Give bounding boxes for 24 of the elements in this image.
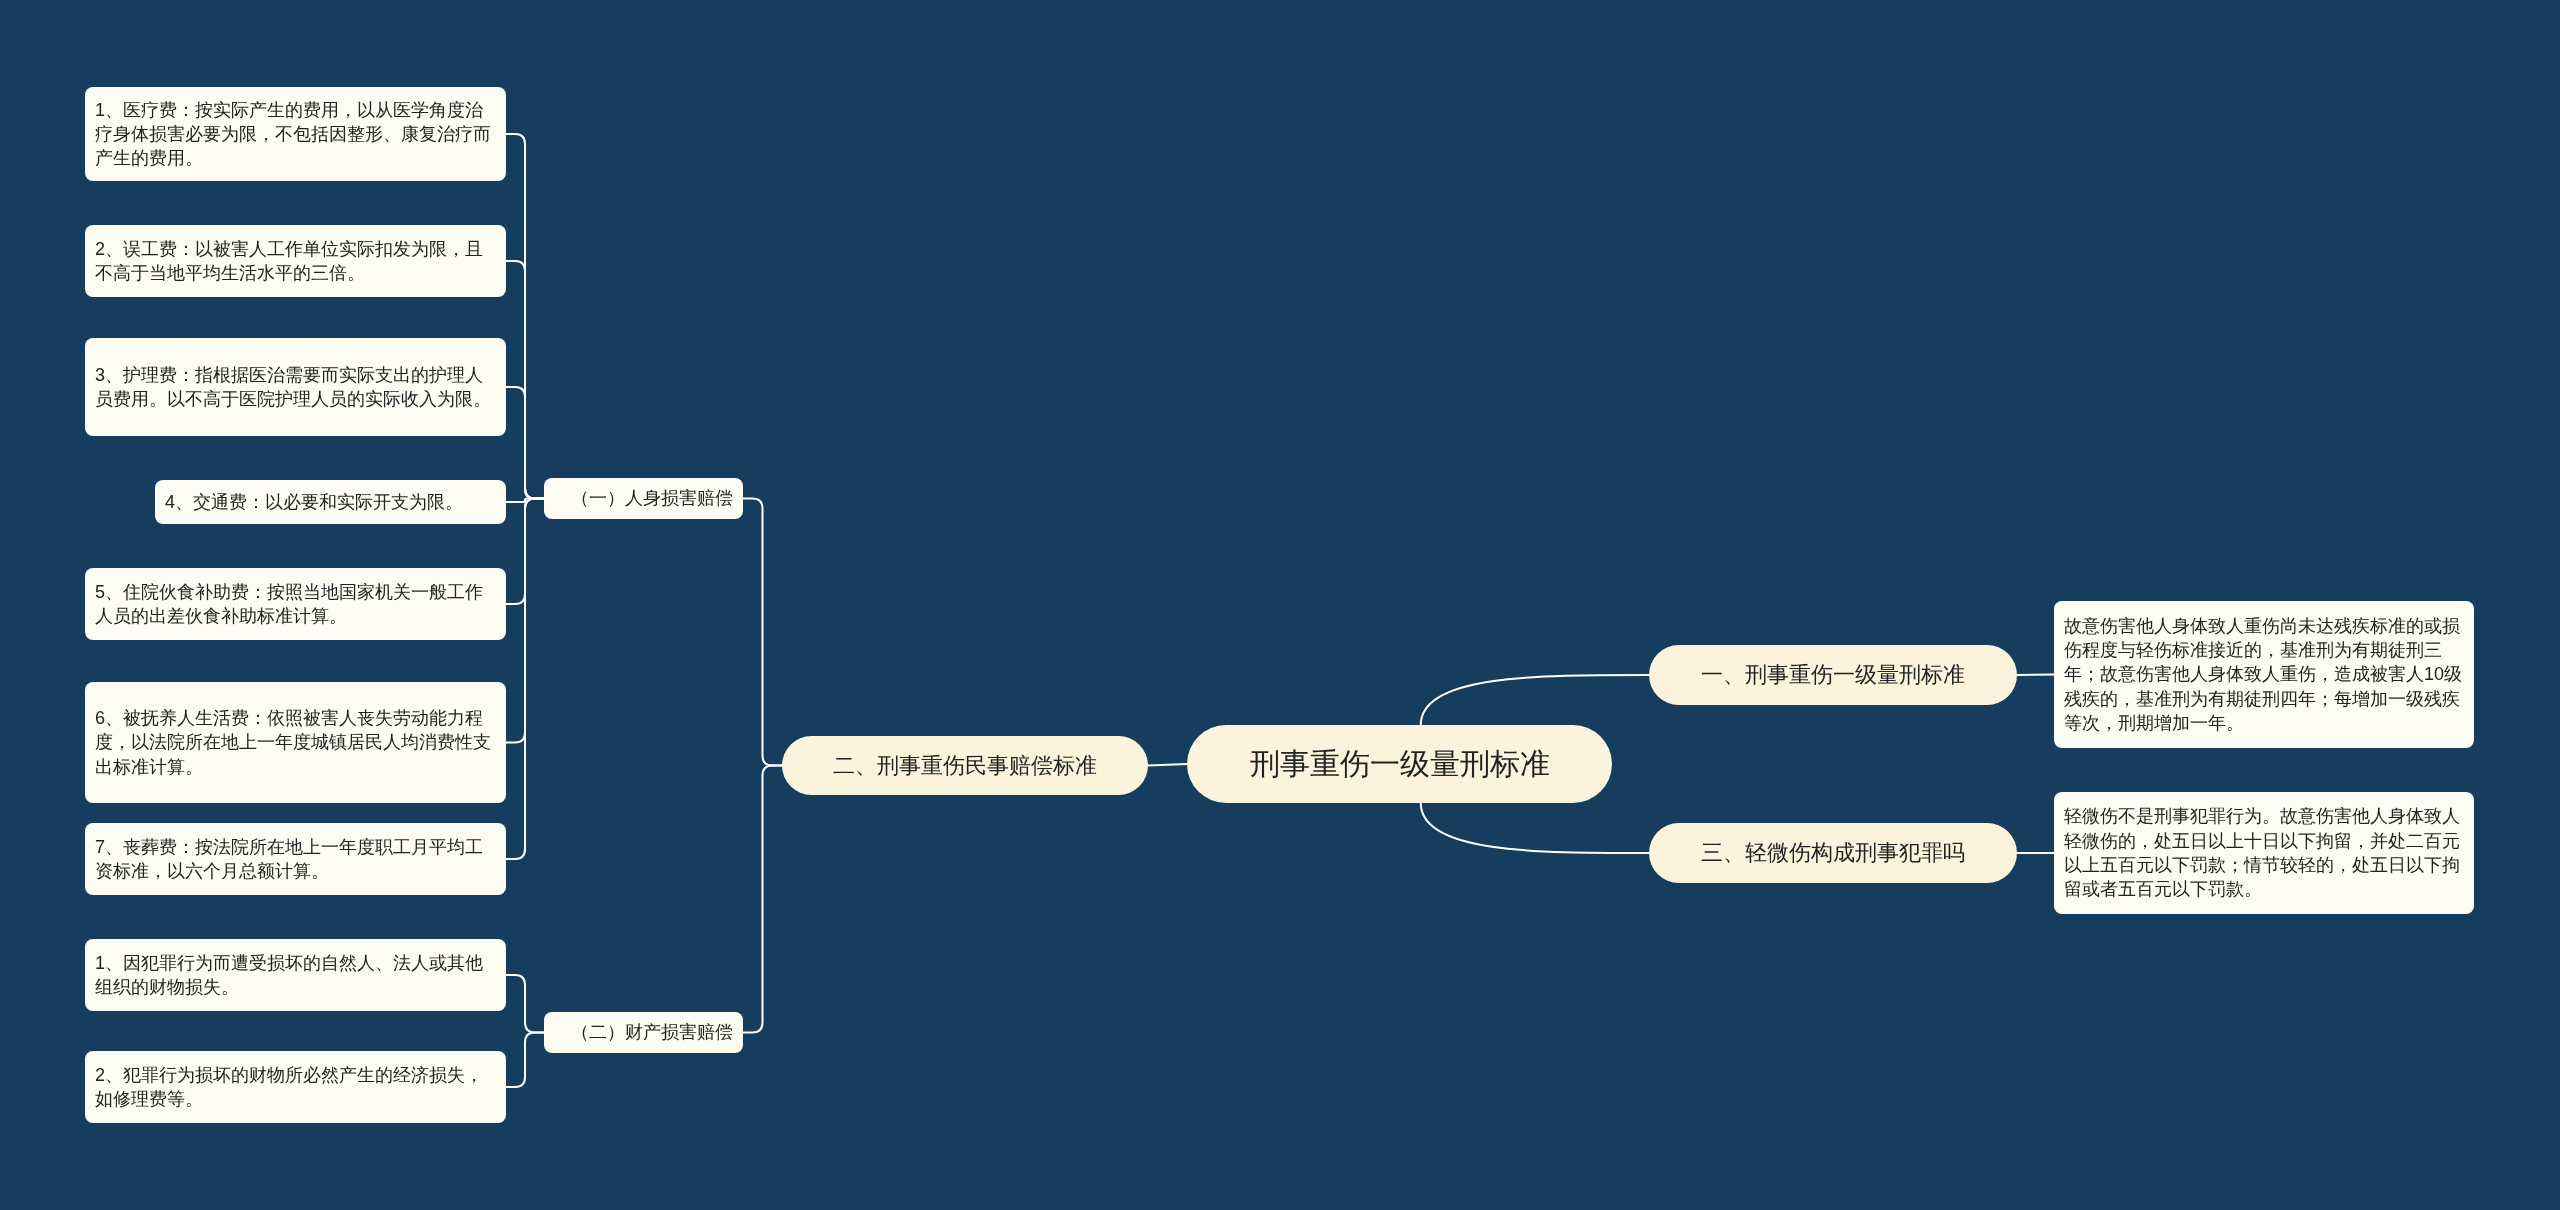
connector <box>2016 852 2055 854</box>
note-box: 2、误工费：以被害人工作单位实际扣发为限，且不高于当地平均生活水平的三倍。 <box>85 225 506 297</box>
branch-topic: 二、刑事重伤民事赔偿标准 <box>782 736 1148 795</box>
note-box: 2、犯罪行为损坏的财物所必然产生的经济损失，如修理费等。 <box>85 1051 506 1123</box>
note-box: 轻微伤不是刑事犯罪行为。故意伤害他人身体致人轻微伤的，处五日以上十日以下拘留，并处二百元以上五百元以下罚款；情节较轻的，处五日以下拘留或者五百元以下罚款。 <box>2054 792 2474 914</box>
note-box: 7、丧葬费：按法院所在地上一年度职工月平均工资标准，以六个月总额计算。 <box>85 823 506 895</box>
note-box: 5、住院伙食补助费：按照当地国家机关一般工作人员的出差伙食补助标准计算。 <box>85 568 506 640</box>
branch-topic: 一、刑事重伤一级量刑标准 <box>1649 645 2017 705</box>
note-box: 1、因犯罪行为而遭受损坏的自然人、法人或其他组织的财物损失。 <box>85 939 506 1011</box>
connector <box>505 1031 545 1088</box>
subtopic-box: （二）财产损害赔偿 <box>544 1012 743 1053</box>
connector <box>1419 802 1650 854</box>
connector <box>1147 763 1188 767</box>
connector <box>1419 674 1650 726</box>
central-topic: 刑事重伤一级量刑标准 <box>1187 725 1612 803</box>
connector <box>2016 673 2055 676</box>
subtopic-box: （一）人身损害赔偿 <box>544 478 743 519</box>
note-box: 1、医疗费：按实际产生的费用，以从医学角度治疗身体损害必要为限，不包括因整形、康复治疗而产生的费用。 <box>85 87 506 181</box>
connector <box>742 764 783 1034</box>
branch-topic: 三、轻微伤构成刑事犯罪吗 <box>1649 823 2017 883</box>
note-box: 6、被抚养人生活费：依照被害人丧失劳动能力程度，以法院所在地上一年度城镇居民人均消费性支出标准计算。 <box>85 682 506 803</box>
note-box: 3、护理费：指根据医治需要而实际支出的护理人员费用。以不高于医院护理人员的实际收入为限。 <box>85 338 506 436</box>
note-box: 4、交通费：以必要和实际开支为限。 <box>155 480 506 524</box>
note-box: 故意伤害他人身体致人重伤尚未达残疾标准的或损伤程度与轻伤标准接近的，基准刑为有期徒刑三年；故意伤害他人身体致人重伤，造成被害人10级残疾的，基准刑为有期徒刑四年；每增加一级残疾等次，刑期增加一年。 <box>2054 601 2474 748</box>
